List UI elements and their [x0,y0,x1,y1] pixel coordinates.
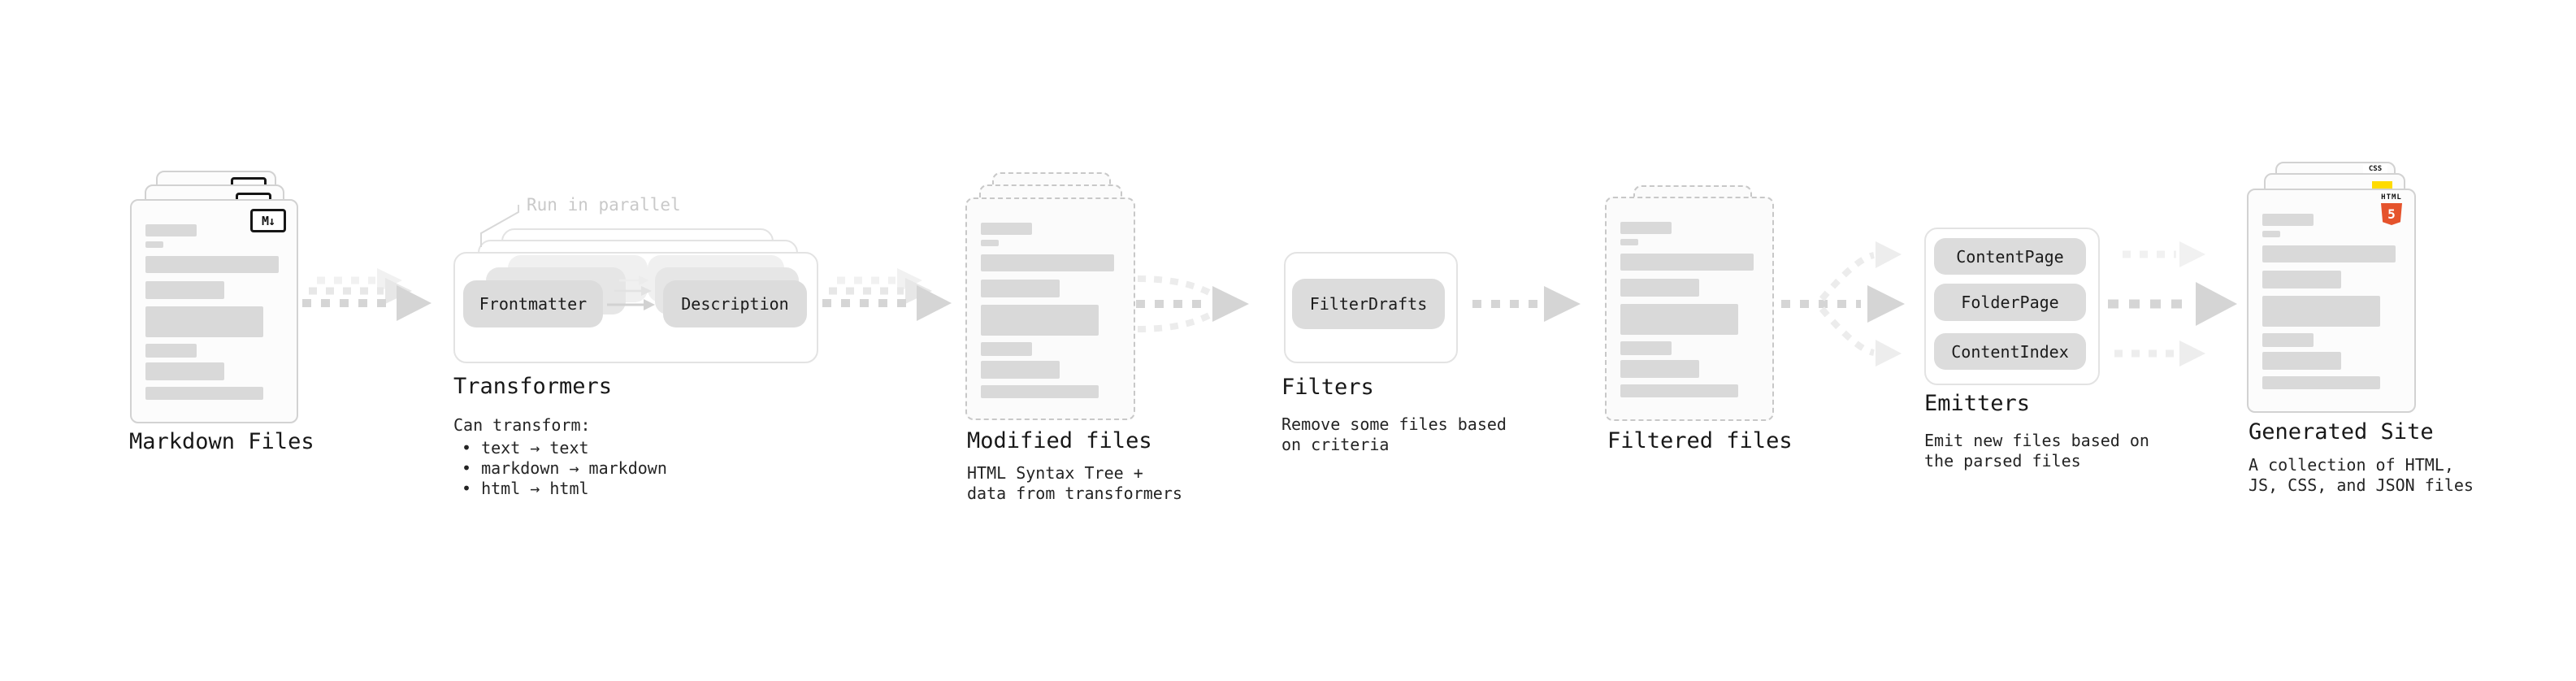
text-line-bar [1620,360,1699,378]
text-line-bar [145,224,197,236]
text-line-bar [981,254,1114,271]
stage-label-generated-site: Generated Site [2249,419,2434,445]
text-line-bar [2262,231,2280,237]
text-line-bar [981,280,1060,297]
document-text-lines [132,201,297,422]
text-line-bar [981,240,999,246]
stage-label-modified-files: Modified files [967,428,1152,453]
contentindex-pill: ContentIndex [1934,333,2086,370]
transformers-bullet: • markdown → markdown [462,458,667,478]
run-in-parallel-annotation: Run in parallel [527,195,681,215]
stage-label-emitters: Emitters [1924,391,2031,416]
modified-file-card-front [965,197,1135,420]
text-line-bar [145,306,263,337]
document-text-lines [1607,198,1772,419]
text-line-bar [2262,296,2380,327]
arrow-modified-to-filters-merge [1136,275,1249,332]
text-line-bar [981,223,1032,235]
text-line-bar [145,344,197,358]
html5-icon: HTML 5 [2379,193,2405,225]
markdown-icon: M↓ [250,209,286,232]
text-line-bar [2262,271,2341,288]
description-pill: Description [663,280,807,327]
text-line-bar [2262,245,2396,262]
text-line-bar [1620,279,1699,297]
contentpage-pill: ContentPage [1934,238,2086,275]
modified-caption-line: HTML Syntax Tree + [967,463,1143,483]
text-line-bar [1620,304,1738,335]
generated-html-file-card: HTML 5 [2247,189,2416,413]
text-line-bar [1620,222,1672,234]
arrow-emitters-to-generated [2108,241,2237,367]
filterdrafts-pill: FilterDrafts [1292,279,1445,329]
text-line-bar [981,305,1099,336]
stage-label-filters: Filters [1281,375,1374,400]
filters-caption-line: on criteria [1281,435,1390,454]
transformers-bullet: • html → html [462,479,589,498]
text-line-bar [1620,239,1638,245]
text-line-bar [145,281,224,299]
text-line-bar [981,385,1099,398]
text-line-bar [145,241,163,248]
folderpage-pill: FolderPage [1934,284,2086,321]
text-line-bar [2262,333,2314,347]
text-line-bar [981,361,1060,379]
filtered-file-card-front [1605,197,1774,421]
text-line-bar [2262,352,2341,370]
text-line-bar [2262,376,2380,389]
generated-caption-line: A collection of HTML, [2249,455,2454,475]
text-line-bar [2262,214,2314,226]
text-line-bar [145,362,224,380]
generated-caption-line: JS, CSS, and JSON files [2249,475,2474,495]
emitters-caption-line: the parsed files [1924,451,2081,471]
document-text-lines [2249,190,2414,411]
transformers-bullet: • text → text [462,438,589,458]
arrow-transformers-to-modified [822,268,952,321]
filters-caption-line: Remove some files based [1281,414,1507,434]
text-line-bar [1620,254,1754,271]
arrow-markdown-to-transformers [302,268,432,321]
text-line-bar [1620,341,1672,355]
frontmatter-pill: Frontmatter [463,280,603,327]
text-line-bar [145,256,279,273]
transformers-caption-title: Can transform: [453,415,591,435]
html5-icon-shield: 5 [2381,203,2402,225]
text-line-bar [145,387,263,400]
document-text-lines [967,199,1134,419]
text-line-bar [981,342,1032,356]
stage-label-filtered-files: Filtered files [1607,428,1793,453]
stage-label-markdown-files: Markdown Files [129,429,314,454]
arrow-filters-to-filtered [1472,286,1581,322]
html5-icon-number: 5 [2387,206,2396,222]
arrow-filtered-to-emitters-fanout [1781,241,1905,367]
markdown-file-card-front: M↓ [130,199,298,423]
emitters-caption-line: Emit new files based on [1924,431,2149,450]
modified-caption-line: data from transformers [967,484,1182,503]
html5-icon-word: HTML [2381,193,2402,202]
stage-label-transformers: Transformers [453,374,613,399]
text-line-bar [1620,384,1738,397]
